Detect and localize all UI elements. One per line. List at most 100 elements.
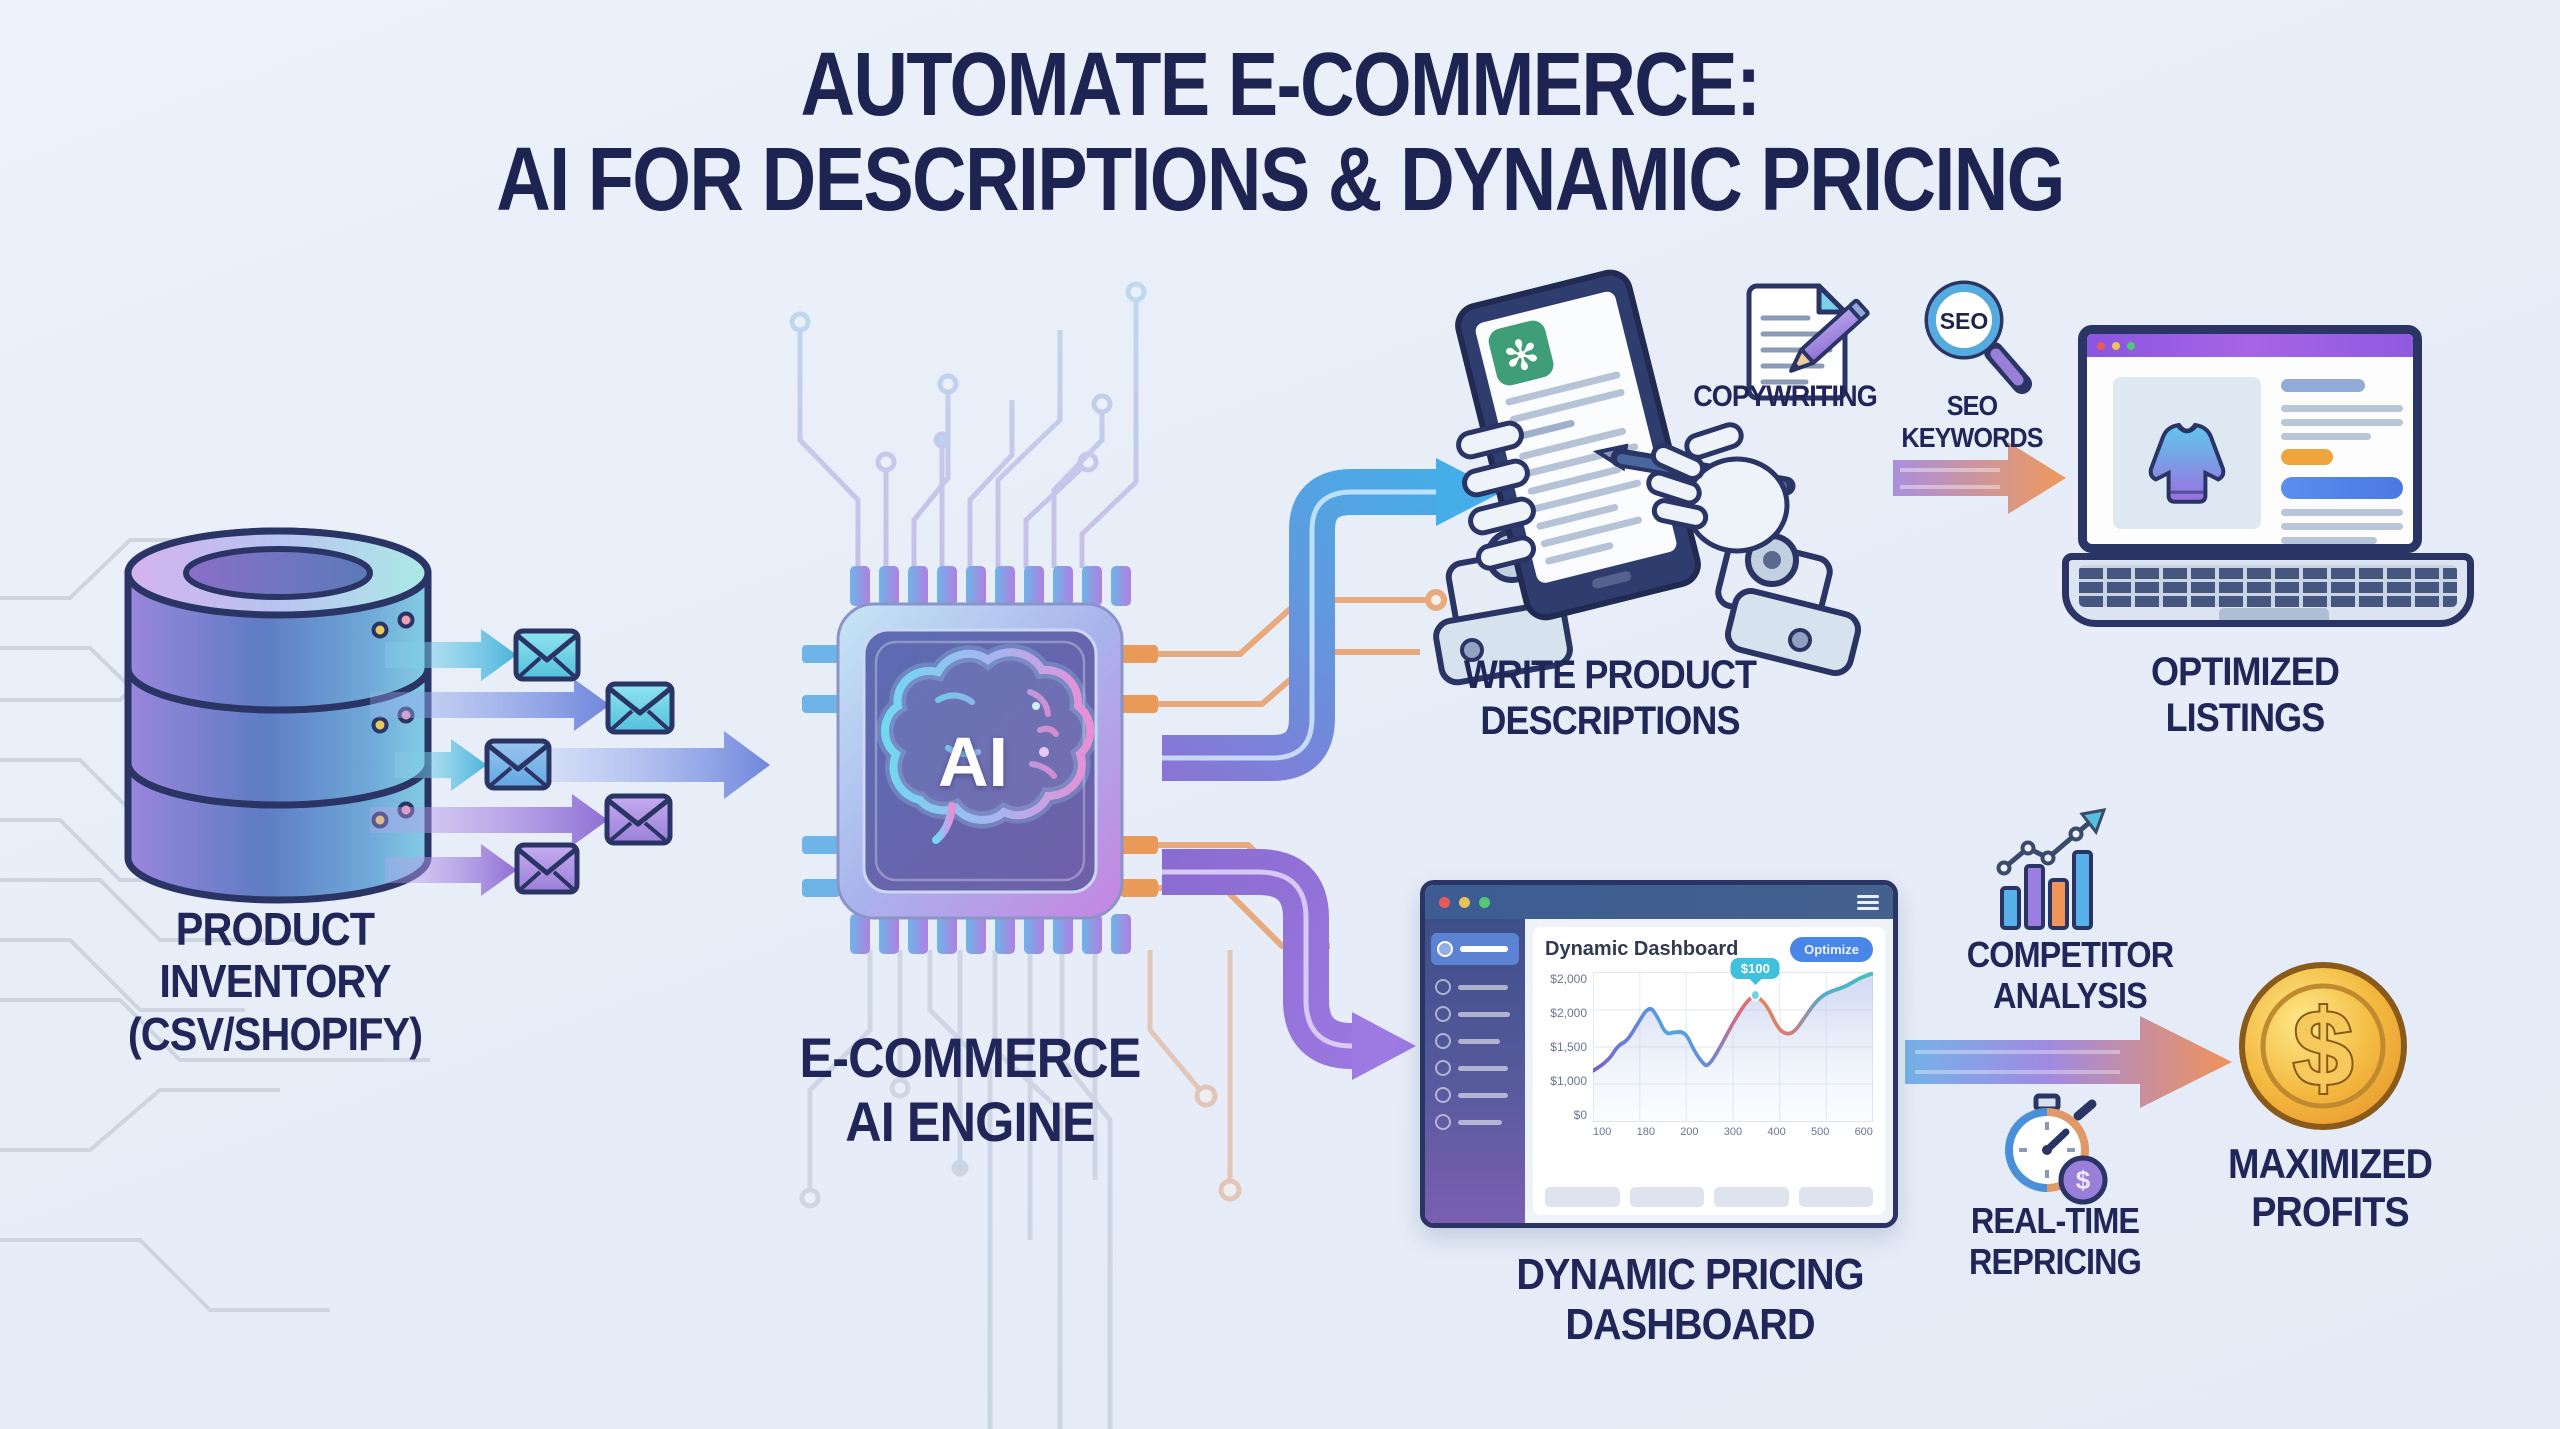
laptop-trackpad[interactable] [2219, 608, 2329, 620]
listing-text-line [2281, 509, 2403, 516]
flow-arrow [370, 794, 608, 846]
database-icon [124, 527, 432, 904]
envelope-icon [514, 842, 580, 895]
competitor-analysis-icon [1996, 808, 2107, 930]
coin-icon: $ [2239, 962, 2407, 1130]
dashboard-card: Dynamic Dashboard Optimize $2,000$2,000 … [1533, 927, 1885, 1215]
menu-icon[interactable] [1857, 894, 1879, 910]
sidebar-item-icon [1435, 1033, 1451, 1049]
product-image-card[interactable] [2113, 377, 2261, 529]
window-close-icon[interactable] [1439, 896, 1450, 908]
robot-fingers [1456, 420, 1536, 571]
label-optimized-listings: OPTIMIZED LISTINGS [2151, 650, 2340, 740]
laptop-base [2062, 553, 2474, 627]
arrow-to-listings [1893, 442, 2066, 514]
sidebar-item-icon [1435, 1006, 1451, 1022]
title-line1: AUTOMATE E-COMMERCE: [800, 35, 1762, 135]
label-write-descriptions: WRITE PRODUCT DESCRIPTIONS [1463, 653, 1757, 743]
price-chart: $2,000$2,000 $1,500$1,000 $0 [1545, 958, 1873, 1144]
footer-card[interactable] [1714, 1187, 1789, 1207]
envelope-icon [605, 681, 675, 735]
arrow-to-profits [1905, 1016, 2232, 1108]
page-title: AUTOMATE E-COMMERCE: AI FOR DESCRIPTIONS… [205, 38, 2355, 227]
stopwatch-icon: $ [2005, 1093, 2108, 1205]
window-minimize-icon[interactable] [2112, 341, 2120, 350]
envelope-icon [484, 738, 552, 791]
footer-card[interactable] [1629, 1187, 1704, 1207]
label-copywriting: COPYWRITING [1693, 380, 1877, 413]
chart-plot-area [1593, 972, 1873, 1122]
copywriting-icon [1746, 283, 1870, 401]
listing-title-bar [2281, 379, 2365, 392]
chatgpt-logo-icon [1488, 320, 1554, 386]
window-zoom-icon[interactable] [1479, 896, 1490, 908]
listing-text-line [2281, 433, 2371, 440]
pricing-dashboard-window: Dynamic Dashboard Optimize $2,000$2,000 … [1420, 880, 1898, 1228]
product-listing-page [2087, 357, 2413, 544]
sidebar-item-icon [1435, 1060, 1451, 1076]
sidebar-item[interactable] [1435, 1006, 1515, 1022]
title-line2: AI FOR DESCRIPTIONS & DYNAMIC PRICING [496, 129, 2065, 230]
label-dynamic-pricing-dashboard: DYNAMIC PRICING DASHBOARD [1516, 1250, 1864, 1350]
background-circuit-top [789, 281, 1147, 568]
coin-dollar-text: $ [2293, 987, 2353, 1108]
buy-button[interactable] [2281, 477, 2403, 499]
seo-magnifier-icon: SEO [1924, 280, 2032, 394]
sidebar-item[interactable] [1435, 1033, 1515, 1049]
listing-text-line [2281, 419, 2403, 426]
label-seo-keywords: SEO KEYWORDS [1901, 390, 2043, 453]
optimize-button[interactable]: Optimize [1790, 937, 1873, 962]
sidebar-item-icon [1437, 941, 1453, 957]
window-zoom-icon[interactable] [2127, 341, 2135, 350]
background-circuit-bottom-orange [1147, 950, 1242, 1202]
listing-text-line [2281, 537, 2377, 544]
envelope-icon [604, 793, 673, 846]
footer-card[interactable] [1798, 1187, 1873, 1207]
sidebar-item-icon [1435, 979, 1451, 995]
sidebar-item-icon [1435, 1114, 1451, 1130]
flow-arrow-wide [552, 731, 770, 799]
laptop-keyboard[interactable] [2079, 565, 2457, 607]
flow-arrow [385, 844, 517, 896]
label-product-inventory: PRODUCT INVENTORY (CSV/SHOPIFY) [127, 903, 423, 1060]
label-maximized-profits: MAXIMIZED PROFITS [2228, 1140, 2433, 1235]
sidebar-item[interactable] [1435, 1060, 1515, 1076]
sidebar-item-icon [1435, 1087, 1451, 1103]
price-badge[interactable] [2281, 449, 2333, 465]
window-close-icon[interactable] [2097, 341, 2105, 350]
envelope-icon [513, 628, 581, 682]
label-competitor-analysis: COMPETITOR ANALYSIS [1966, 934, 2174, 1017]
flow-arrow [370, 679, 610, 731]
sidebar-item[interactable] [1435, 979, 1515, 995]
listing-text-line [2281, 405, 2403, 412]
dashboard-title: Dynamic Dashboard [1545, 938, 1739, 960]
sidebar-item[interactable] [1435, 1114, 1515, 1130]
background-circuit-bottom [799, 950, 1113, 1429]
dashboard-titlebar [1425, 885, 1893, 919]
sidebar-item[interactable] [1435, 1087, 1515, 1103]
robot-writer: ✻ [1433, 269, 1861, 686]
chip-ai-text: AI [938, 723, 1008, 801]
data-flow-arrows [370, 629, 770, 896]
label-realtime-repricing: REAL-TIME REPRICING [1969, 1200, 2142, 1283]
svg-text:$: $ [2076, 1165, 2091, 1195]
ai-brain-icon [876, 643, 1099, 844]
dashboard-sidebar [1425, 919, 1525, 1223]
listing-text-line [2281, 523, 2403, 530]
chip-pins [802, 566, 1158, 954]
label-ai-engine: E-COMMERCE AI ENGINE [799, 1026, 1141, 1153]
window-minimize-icon[interactable] [1459, 896, 1470, 908]
dashboard-footer-cards [1545, 1187, 1873, 1207]
robot-right-hand [1646, 422, 1790, 554]
sidebar-item[interactable] [1431, 933, 1519, 965]
envelope-icons [484, 628, 675, 895]
laptop-screen [2078, 325, 2422, 553]
flow-arrow [395, 739, 487, 791]
seo-lens-text: SEO [1940, 308, 1989, 334]
branch-arrow-to-dashboard [1162, 849, 1416, 1080]
footer-card[interactable] [1545, 1187, 1620, 1207]
price-tooltip: $100 [1730, 958, 1780, 979]
